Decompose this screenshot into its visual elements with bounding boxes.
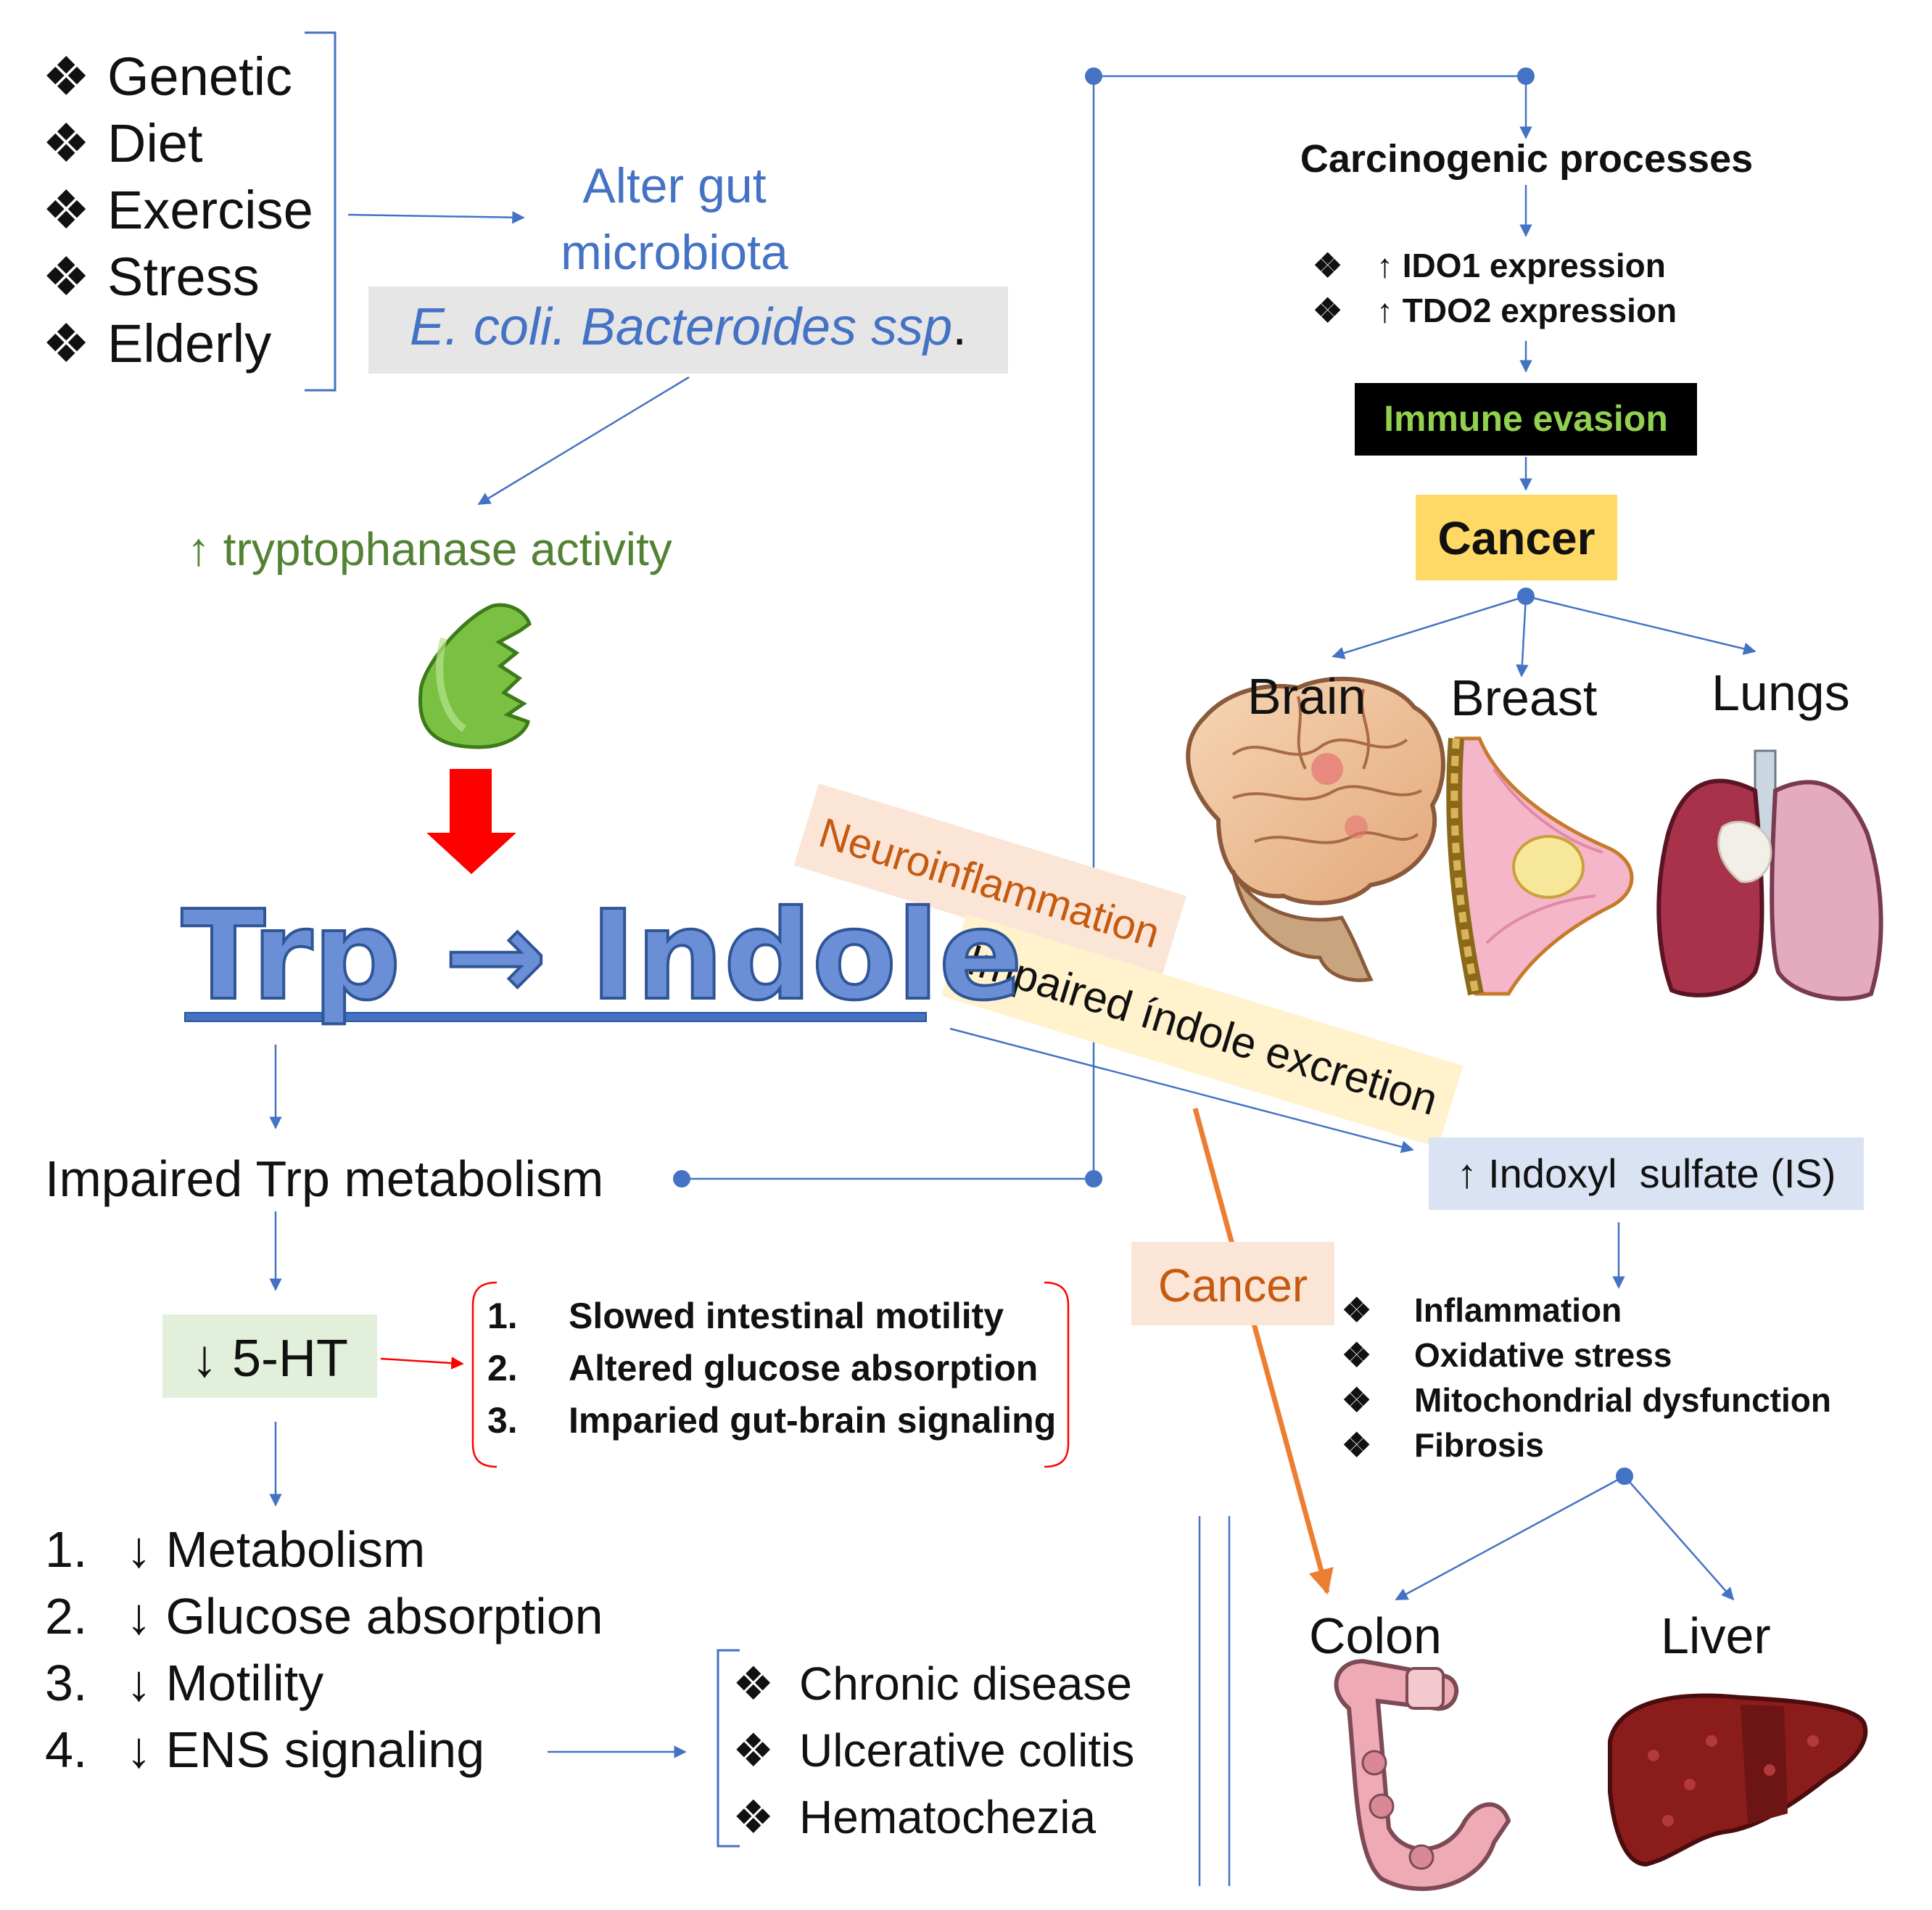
factors-list: ❖Genetic ❖Diet ❖Exercise ❖Stress ❖Elderl…: [42, 44, 313, 377]
microbiota-label: Alter gut microbiota: [561, 158, 788, 280]
list-item: 3.↓ Motility: [45, 1655, 324, 1711]
is-effects-list: ❖Inflammation ❖Oxidative stress ❖Mitocho…: [1342, 1288, 1831, 1468]
effects-bracket-left: [471, 1281, 498, 1468]
lungs-illustration: [1656, 749, 1883, 1001]
impaired-trp-label: Impaired Trp metabolism: [45, 1150, 604, 1207]
list-item: ❖↑ TDO2 expression: [1313, 288, 1677, 333]
bullet-icon: ❖: [1342, 1426, 1372, 1464]
factors-bracket: [305, 31, 337, 392]
cancer-mid-box: [1131, 1242, 1334, 1325]
factor-item: ❖Stress: [42, 244, 313, 310]
organ-label-brain: Brain: [1247, 668, 1366, 725]
breast-illustration: [1446, 736, 1634, 996]
list-item: ❖↑ IDO1 expression: [1313, 243, 1677, 288]
arrow-5ht-to-effects: [380, 1357, 464, 1370]
bullet-icon: ❖: [1342, 1291, 1372, 1329]
connector-dot-top-right: [1517, 67, 1535, 85]
diseases-bracket: [717, 1649, 740, 1848]
red-down-arrow: [426, 769, 516, 874]
diseases-list: ❖Chronic disease ❖Ulcerative colitis ❖He…: [732, 1650, 1134, 1851]
bullet-icon: ❖: [1342, 1381, 1372, 1419]
factor-item: ❖Diet: [42, 110, 313, 177]
five-ht-effects-list: 1.Slowed intestinal motility 2.Altered g…: [487, 1290, 1056, 1446]
bullet-icon: ❖: [42, 180, 91, 240]
cancer-mid-label: Cancer: [1157, 1259, 1308, 1312]
arrow-branch-to-colon: [1395, 1475, 1625, 1601]
organ-label-breast: Breast: [1450, 670, 1598, 726]
bullet-icon: ❖: [42, 247, 91, 307]
arrow-species-to-tryptophanase: [477, 376, 690, 506]
bullet-icon: ❖: [1342, 1336, 1372, 1374]
arrow-indole-to-indoxyl: [949, 1027, 1414, 1153]
factor-item: ❖Genetic: [42, 44, 313, 110]
neuroinflammation-box: [793, 783, 1186, 978]
list-item: 4.↓ ENS signaling: [45, 1721, 485, 1778]
bullet-icon: ❖: [732, 1791, 775, 1843]
cancer-top-box: [1416, 495, 1617, 580]
organ-label-lungs: Lungs: [1712, 664, 1850, 721]
bullet-icon: ❖: [732, 1724, 775, 1777]
arrow-factors-to-microbiota: [347, 210, 525, 224]
indoxyl-box: [1429, 1137, 1864, 1210]
factor-item: ❖Exercise: [42, 177, 313, 244]
list-item: ❖Fibrosis: [1342, 1423, 1831, 1468]
indoxyl-label: ↑ Indoxyl sulfate (IS): [1456, 1150, 1836, 1196]
effects-bracket-right: [1044, 1281, 1070, 1468]
colon-illustration: [1334, 1658, 1511, 1891]
list-item: 3.Imparied gut-brain signaling: [487, 1400, 1057, 1441]
cancer-top-label: Cancer: [1437, 512, 1595, 564]
species-box: [368, 287, 1008, 374]
bullet-icon: ❖: [732, 1658, 775, 1710]
tryptophanase-label: ↑ tryptophanase activity: [187, 523, 672, 575]
list-item: 1.Slowed intestinal motility: [487, 1296, 1004, 1336]
bullet-icon: ❖: [42, 46, 91, 107]
list-item: ❖Chronic disease: [732, 1650, 1134, 1717]
list-item: ❖Oxidative stress: [1342, 1333, 1831, 1378]
five-ht-box: [162, 1314, 377, 1398]
liver-illustration: [1608, 1693, 1868, 1867]
species-label: E. coli. Bacteroides ssp.: [409, 298, 967, 356]
enzyme-icon: [418, 603, 532, 749]
list-item: ❖Mitochondrial dysfunction: [1342, 1378, 1831, 1423]
bullet-icon: ❖: [42, 113, 91, 173]
arrow-cancer-to-lungs: [1525, 595, 1756, 655]
bullet-icon: ❖: [42, 313, 91, 374]
bullet-icon: ❖: [1313, 247, 1343, 284]
expression-list: ❖↑ IDO1 expression ❖↑ TDO2 expression: [1313, 243, 1677, 333]
excretion-label: Impaired índole excretion: [962, 935, 1443, 1124]
arrow-cancer-to-brain: [1332, 595, 1527, 659]
immune-evasion-label: Immune evasion: [1384, 398, 1668, 439]
list-item: 2.↓ Glucose absorption: [45, 1588, 603, 1645]
list-item: ❖Inflammation: [1342, 1288, 1831, 1333]
factor-item: ❖Elderly: [42, 310, 313, 377]
orange-arrow-to-colon: [1192, 1108, 1334, 1595]
connector-dot-impaired: [673, 1170, 690, 1187]
organ-label-liver: Liver: [1661, 1608, 1771, 1664]
trp-indole-underline: [184, 1012, 927, 1022]
decreases-list: 1.↓ Metabolism 2.↓ Glucose absorption 3.…: [45, 1516, 603, 1783]
arrow-branch-to-liver: [1624, 1475, 1735, 1601]
list-item: ❖Hematochezia: [732, 1784, 1134, 1851]
brain-illustration: [1186, 676, 1445, 982]
list-item: 2.Altered glucose absorption: [487, 1348, 1039, 1388]
immune-evasion-box: [1355, 383, 1697, 456]
five-ht-label: ↓ 5-HT: [191, 1330, 348, 1388]
list-item: 1.↓ Metabolism: [45, 1521, 426, 1578]
carcinogenic-label: Carcinogenic processes: [1300, 137, 1754, 181]
trp-indole-title: Trp → Indole: [180, 884, 1024, 1028]
arrow-cancer-to-breast: [1516, 596, 1529, 678]
list-item: ❖Ulcerative colitis: [732, 1717, 1134, 1784]
excretion-box: [941, 913, 1464, 1148]
organ-label-colon: Colon: [1309, 1608, 1442, 1664]
bullet-icon: ❖: [1313, 292, 1343, 329]
